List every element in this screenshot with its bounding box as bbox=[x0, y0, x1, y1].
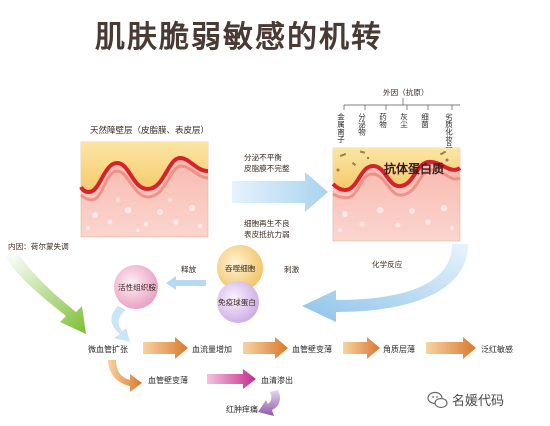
flow1-arrow2 bbox=[243, 337, 288, 359]
middle-explanation: 分泌不平衡 皮脂膜不完整 细胞再生不良 表皮抵抗力弱 bbox=[244, 152, 290, 239]
flow3-arrow bbox=[258, 390, 280, 416]
flow1-arrow4 bbox=[426, 337, 476, 359]
active-tissue-cell bbox=[114, 265, 158, 309]
right-skin-panel: 抗体蛋白质 bbox=[331, 147, 462, 242]
external-causes: 外因（抗原） 金属离子 分泌物 药物 灰尘 细菌 劣质化妆品 bbox=[336, 87, 460, 152]
flow3-result: 红肿痒痛 bbox=[226, 404, 258, 414]
flow1-step2: 血流量增加 bbox=[192, 344, 232, 354]
left-panel-label: 天然障壁层（皮脂膜、表皮层） bbox=[90, 125, 209, 136]
causes-header: 外因（抗原） bbox=[383, 87, 429, 97]
middle-line3: 细胞再生不良 bbox=[244, 218, 290, 228]
flow2-step1: 血管壁变薄 bbox=[148, 375, 188, 385]
cause-bad-cosmetics: 劣质化妆品 bbox=[444, 112, 453, 152]
flow1-step5: 泛红敏感 bbox=[481, 344, 513, 354]
internal-cause-arrow bbox=[4, 256, 86, 334]
chemical-reaction-arrow bbox=[302, 244, 468, 322]
immunoglobulin-cell bbox=[217, 281, 259, 323]
watermark-text: 名媛代码 bbox=[452, 393, 504, 409]
flow1-arrow1 bbox=[143, 337, 188, 359]
cause-secretions: 分泌物 bbox=[357, 113, 366, 137]
cause-drugs: 药物 bbox=[378, 112, 387, 130]
immunoglobulin-label: 免疫球蛋白 bbox=[218, 297, 256, 307]
middle-line1: 分泌不平衡 bbox=[244, 152, 282, 162]
diagram-title: 肌肤脆弱敏感的机转 bbox=[95, 20, 383, 55]
wechat-icon bbox=[427, 391, 448, 409]
cause-metal-ions: 金属离子 bbox=[336, 112, 345, 144]
active-tissue-label: 活性组织胺 bbox=[118, 282, 156, 292]
release-arrow bbox=[166, 276, 206, 290]
active-to-flow-arrow bbox=[111, 306, 130, 342]
antibody-protein-label: 抗体蛋白质 bbox=[384, 161, 444, 176]
flow2-arrow bbox=[207, 369, 256, 389]
flow1-step3: 血管壁变薄 bbox=[292, 344, 332, 354]
mast-cell bbox=[217, 245, 263, 291]
stimulate-label: 刺激 bbox=[284, 264, 300, 274]
cause-dust: 灰尘 bbox=[399, 112, 408, 129]
flow-row-1: 微血管扩张 血流量增加 血管壁变薄 角质层薄 泛红敏感 bbox=[88, 337, 513, 359]
cell-cluster: 吞噬细胞 免疫球蛋白 活性组织胺 释放 刺激 bbox=[111, 245, 300, 342]
flow1-step1: 微血管扩张 bbox=[88, 344, 128, 354]
middle-line2: 皮脂膜不完整 bbox=[244, 163, 290, 173]
middle-line4: 表皮抵抗力弱 bbox=[244, 229, 290, 239]
left-skin-panel: 天然障壁层（皮脂膜、表皮层） bbox=[79, 125, 209, 238]
flow2-step2: 血清渗出 bbox=[261, 375, 293, 385]
flow2-down-arrow bbox=[108, 360, 142, 392]
watermark: 名媛代码 bbox=[427, 391, 504, 409]
mast-cell-label: 吞噬细胞 bbox=[225, 263, 256, 273]
flow1-step4: 角质层薄 bbox=[383, 344, 415, 354]
chemical-reaction-label: 化学反应 bbox=[372, 259, 403, 269]
flow1-arrow3 bbox=[343, 337, 380, 359]
cause-bacteria: 细菌 bbox=[420, 112, 429, 130]
release-label: 释放 bbox=[181, 264, 197, 274]
transition-arrow bbox=[232, 172, 328, 212]
internal-cause-label: 内因：荷尔蒙失调 bbox=[8, 241, 69, 251]
flow-row-2: 血管壁变薄 血清渗出 bbox=[108, 360, 293, 392]
